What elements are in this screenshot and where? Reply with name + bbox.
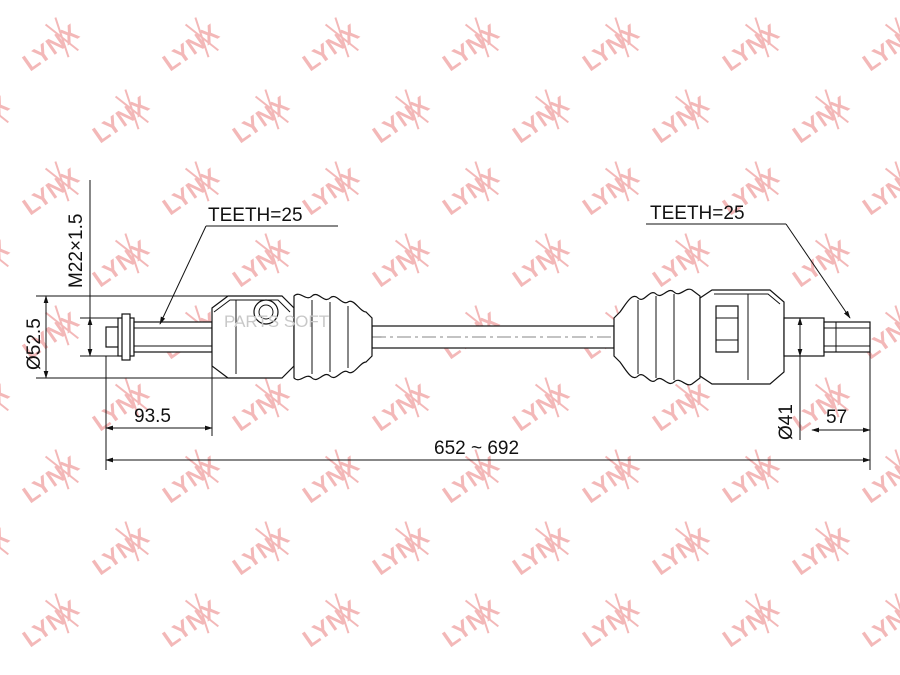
watermark-mark: LYNX [88,233,154,293]
watermark-mark: LYNX [438,161,504,221]
watermark-mark: LYNX [18,593,84,653]
watermark-mark: LYNX [228,89,294,149]
parts-soft-overlay: PARTS SOFT [224,312,329,331]
watermark-mark: LYNX [368,89,434,149]
watermark-mark: LYNX [0,233,14,293]
svg-text:LYNX: LYNX [368,0,434,5]
watermark-mark: LYNX [298,449,364,509]
watermark-mark: LYNX [158,17,224,77]
watermark-mark: LYNX [438,17,504,77]
watermark-mark: LYNX [788,521,854,581]
right-stub [783,317,871,357]
watermark-mark: LYNX [788,233,854,293]
svg-text:LYNX: LYNX [648,0,714,5]
inner-diameter-label: Ø41 [776,404,797,440]
watermark-mark: LYNX [508,0,574,5]
watermark-mark: LYNX [298,161,364,221]
watermark-mark: LYNX [158,593,224,653]
svg-text:LYNX: LYNX [228,0,294,5]
watermark-mark: LYNX [228,377,294,437]
watermark-mark: LYNX [368,377,434,437]
watermark-mark: LYNX [298,17,364,77]
teeth-right-label: TEETH=25 [650,203,745,224]
dimension-labels: M22×1.5 Ø52.5 TEETH=25 TEETH=25 93.5 57 … [24,203,847,459]
watermark-mark: LYNX [508,233,574,293]
watermark-mark: LYNX [718,449,784,509]
watermark-mark: LYNX [648,377,714,437]
dimensions [36,180,871,470]
watermark-mark: LYNX [718,17,784,77]
watermark-mark: LYNX [0,89,14,149]
watermark-mark: LYNX [298,593,364,653]
watermark-mark: LYNX [578,17,644,77]
svg-text:LYNX: LYNX [88,0,154,5]
watermark-mark: LYNX [858,593,900,653]
watermark-mark: LYNX [858,17,900,77]
watermark-mark: LYNX [788,89,854,149]
watermark-mark: LYNX [0,377,14,437]
watermark-mark: LYNX [438,593,504,653]
svg-text:LYNX: LYNX [788,0,854,5]
left-stub [105,313,213,361]
watermark-mark: LYNX [228,521,294,581]
thread-label: M22×1.5 [66,214,87,288]
svg-text:LYNX: LYNX [508,0,574,5]
svg-text:LYNX: LYNX [858,595,900,653]
total-length-label: 652 ~ 692 [434,438,519,459]
watermark-mark: LYNX [858,161,900,221]
teeth-left-label: TEETH=25 [208,205,303,226]
watermark-mark: LYNX [88,0,154,5]
left-boot [293,293,373,381]
watermark-mark: LYNX [578,593,644,653]
right-length-label: 57 [826,407,847,428]
watermark-mark: LYNX [578,161,644,221]
svg-text:LYNX: LYNX [0,0,14,5]
outer-diameter-label: Ø52.5 [24,318,45,370]
watermark-mark: LYNX [18,17,84,77]
watermark-mark: LYNX [648,0,714,5]
watermark-mark: LYNX [648,89,714,149]
watermark-mark: LYNX [88,89,154,149]
right-tripod-joint [699,289,785,385]
watermark-mark: LYNX [858,449,900,509]
watermark-mark: LYNX [0,0,14,5]
svg-text:LYNX: LYNX [858,163,900,221]
watermark-mark: LYNX [578,449,644,509]
watermark-mark: LYNX [508,521,574,581]
watermark-mark: LYNX [368,233,434,293]
watermark-mark: LYNX [88,521,154,581]
watermark-mark: LYNX [228,0,294,5]
watermark-mark: LYNX [158,449,224,509]
drive-shaft [105,288,871,386]
watermark-mark: LYNX [0,521,14,581]
watermark-mark: LYNX [18,449,84,509]
svg-text:LYNX: LYNX [858,19,900,77]
left-length-label: 93.5 [134,406,171,427]
watermark-mark: LYNX [368,0,434,5]
watermark-mark: LYNX [508,89,574,149]
watermark-mark: LYNX [368,521,434,581]
right-boot [613,288,701,386]
left-cv-joint [211,295,295,379]
watermark-mark: LYNX [648,521,714,581]
watermark-mark: LYNX [648,233,714,293]
watermark-mark: LYNX [788,0,854,5]
watermark-mark: LYNX [508,377,574,437]
watermark-mark: LYNX [718,593,784,653]
watermark-mark: LYNX [228,233,294,293]
